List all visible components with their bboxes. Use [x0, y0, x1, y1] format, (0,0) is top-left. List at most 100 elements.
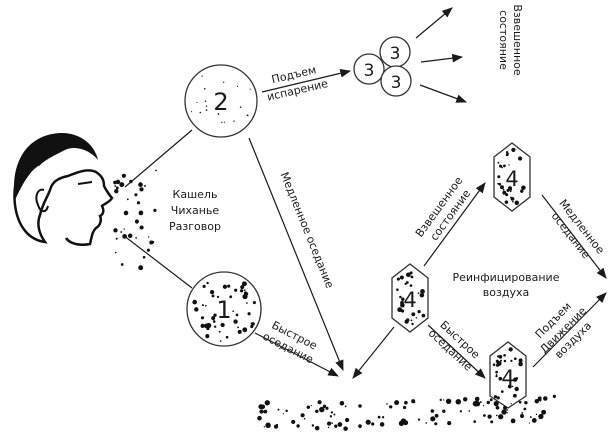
droplet-dot — [291, 419, 296, 424]
droplet-dot — [439, 398, 442, 402]
droplet-dot — [492, 363, 496, 366]
droplet-dot — [474, 396, 480, 402]
droplet-dot — [239, 289, 244, 293]
droplet-dot — [371, 422, 375, 426]
droplet-dot — [513, 393, 517, 398]
droplet-dot — [329, 415, 333, 418]
droplet-dot — [263, 409, 268, 414]
droplet-dot — [358, 404, 362, 408]
droplet-dot — [138, 265, 144, 271]
connector-to-particle-1 — [122, 234, 193, 289]
droplet-dot — [343, 426, 348, 431]
droplet-dot — [386, 403, 388, 405]
droplet-dot — [115, 179, 121, 185]
droplet-dot — [459, 410, 463, 413]
droplet-dot — [204, 88, 206, 90]
droplet-dot — [495, 363, 500, 367]
droplet-dot — [520, 414, 524, 418]
particle-4-middle: 4 — [391, 263, 429, 333]
droplet-dot — [239, 106, 242, 108]
droplet-dot — [498, 376, 503, 381]
droplet-dot — [206, 322, 212, 329]
droplet-dot — [334, 424, 338, 428]
spray-droplets — [113, 169, 157, 271]
droplet-dot — [495, 359, 499, 363]
droplet-dot — [191, 111, 193, 113]
droplet-dot — [455, 399, 462, 405]
droplet-dot — [365, 419, 371, 425]
connector-to-particle-2 — [124, 129, 193, 188]
droplet-dot — [115, 237, 118, 240]
droplet-dot — [310, 404, 312, 407]
droplet-dot — [510, 196, 512, 199]
droplet-dot — [114, 185, 117, 187]
droplet-dot — [411, 399, 416, 404]
droplet-dot — [123, 228, 125, 230]
droplet-dot — [120, 263, 124, 266]
droplet-dot — [410, 275, 414, 279]
droplet-dot — [506, 409, 508, 411]
droplet-dot — [508, 164, 510, 166]
source-label: Кашель Чиханье Разговор — [169, 188, 221, 233]
particle-4-bottom-label: 4 — [501, 366, 514, 390]
arrow-resettle — [352, 326, 395, 379]
droplet-dot — [518, 358, 523, 363]
droplet-dot — [498, 354, 503, 359]
droplet-dot — [265, 422, 271, 429]
droplet-dot — [443, 399, 445, 401]
droplet-dot — [233, 319, 238, 324]
arrow-suspended-up — [415, 7, 453, 39]
droplet-dot — [333, 413, 336, 416]
droplet-dot — [264, 400, 270, 406]
droplet-dot — [468, 410, 471, 412]
label-air-movement: Подъем Движение воздуха — [533, 300, 594, 361]
droplet-dot — [503, 164, 506, 168]
droplet-dot — [434, 422, 438, 426]
droplet-dot — [409, 284, 413, 287]
droplet-dot — [139, 225, 144, 230]
droplet-dot — [499, 164, 502, 168]
droplet-dot — [134, 219, 139, 224]
droplet-dot — [277, 408, 280, 411]
droplet-dot — [515, 377, 519, 380]
droplet-dot — [327, 426, 330, 429]
label-slow-settle-right: Медленное оседание — [549, 197, 608, 261]
droplet-dot — [247, 115, 249, 117]
droplet-dot — [504, 200, 509, 204]
droplet-dot — [221, 121, 223, 124]
droplet-dot — [511, 200, 514, 203]
droplet-dot — [497, 161, 500, 164]
droplet-dot — [142, 255, 146, 259]
droplet-dot — [218, 330, 221, 333]
arrow-slow-settle — [248, 137, 344, 372]
arrow-suspended-down — [419, 84, 468, 103]
label-rise-evaporation: Подъем испарение — [266, 63, 330, 103]
droplet-dot — [113, 228, 118, 233]
droplet-dot — [417, 292, 420, 294]
droplet-dot — [503, 353, 506, 357]
droplet-dot — [200, 316, 205, 320]
droplet-dot — [430, 409, 435, 413]
droplet-dot — [121, 173, 127, 178]
droplet-dot — [541, 409, 547, 415]
droplet-dot — [327, 421, 332, 426]
droplet-dot — [401, 297, 405, 301]
droplet-dot — [510, 418, 516, 424]
droplet-dot — [136, 201, 141, 205]
droplet-dot — [379, 422, 385, 427]
droplet-dot — [543, 396, 548, 401]
droplet-dot — [509, 190, 512, 193]
droplet-dot — [410, 319, 413, 322]
particle-3-cluster: 3 3 3 — [353, 36, 412, 97]
droplet-dot — [506, 412, 508, 414]
droplet-dot — [399, 275, 404, 280]
droplet-dot — [489, 398, 493, 402]
droplet-dot — [520, 189, 524, 193]
droplet-dot — [200, 323, 205, 329]
svg-text:Взвешенное: Взвешенное — [511, 4, 524, 76]
droplet-dot — [344, 405, 347, 408]
droplet-dot — [235, 313, 239, 317]
droplet-dot — [523, 407, 527, 411]
droplet-dot — [473, 420, 477, 423]
droplet-dot — [153, 208, 157, 212]
